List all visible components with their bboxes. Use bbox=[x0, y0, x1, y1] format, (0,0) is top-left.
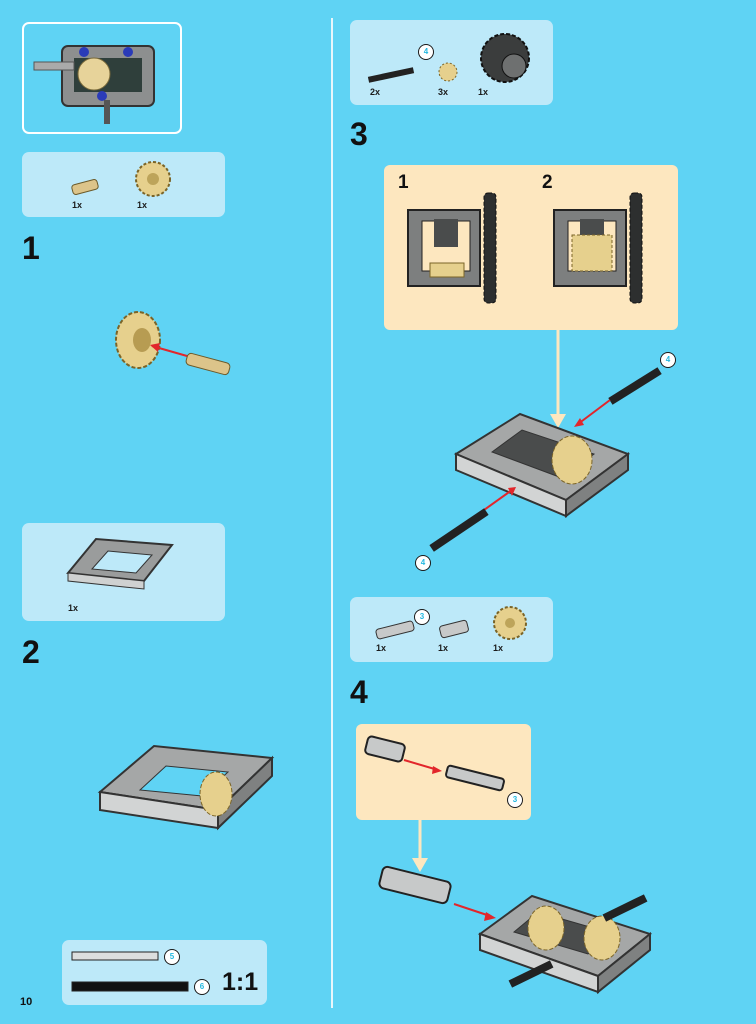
step-number: 4 bbox=[350, 674, 368, 710]
step4-parts-panel: 3 1x 1x 1x bbox=[350, 597, 553, 662]
small-gear-icon bbox=[438, 62, 458, 82]
part-qty: 1x bbox=[376, 643, 387, 653]
column-divider bbox=[331, 18, 333, 1008]
differential-icon bbox=[407, 192, 497, 304]
substep-number: 1 bbox=[398, 172, 409, 193]
part-qty: 1x bbox=[68, 603, 79, 613]
step3-parts-panel: 4 2x 3x 1x bbox=[350, 20, 553, 105]
axle-length-bubble: 3 bbox=[507, 792, 523, 808]
gear-icon bbox=[115, 311, 161, 369]
step3-parts-icons bbox=[367, 33, 530, 83]
connector-icon bbox=[378, 865, 452, 905]
step3-illustration bbox=[429, 330, 662, 552]
gear-icon bbox=[199, 771, 233, 817]
axle-pin-icon bbox=[185, 352, 231, 376]
gear-icon bbox=[493, 606, 527, 640]
step2-illustration bbox=[97, 744, 275, 831]
axle-pin-icon bbox=[71, 178, 99, 196]
gear-icon bbox=[527, 905, 621, 961]
axle-length-bubble: 4 bbox=[660, 352, 676, 368]
scale-ratio: 1:1 bbox=[222, 968, 259, 996]
axle-icon bbox=[367, 67, 415, 83]
step1-illustration bbox=[115, 311, 231, 376]
part-qty: 1x bbox=[137, 200, 148, 210]
step2-parts-panel: 1x bbox=[22, 523, 225, 621]
axle-length-bubble: 5 bbox=[164, 949, 180, 965]
gear-icon bbox=[551, 435, 593, 485]
step1-parts-panel: 1x 1x bbox=[22, 152, 225, 217]
part-qty: 1x bbox=[72, 200, 83, 210]
step-number: 2 bbox=[22, 634, 40, 670]
step-number: 3 bbox=[350, 116, 368, 152]
assembly-preview-icon bbox=[33, 45, 155, 124]
part-qty: 1x bbox=[478, 87, 489, 97]
scale-reference-panel: 5 6 1:1 bbox=[62, 940, 267, 1005]
step4-callout: 3 bbox=[356, 724, 531, 820]
axle-length-bubble: 4 bbox=[418, 44, 434, 60]
axle-length-bubble: 6 bbox=[194, 979, 210, 995]
axle-icon bbox=[608, 367, 662, 405]
step4-callout-illustration bbox=[364, 735, 505, 792]
differential-icon bbox=[553, 192, 643, 304]
part-qty: 1x bbox=[438, 643, 449, 653]
substep-number: 2 bbox=[542, 172, 553, 193]
previous-assembly-panel bbox=[22, 22, 182, 134]
page-number: 10 bbox=[20, 996, 33, 1008]
differential-icon bbox=[480, 33, 530, 83]
step4-parts-icons bbox=[375, 606, 527, 640]
axle-icon bbox=[445, 764, 505, 792]
connector-icon bbox=[364, 735, 406, 763]
step1-parts-icons bbox=[71, 161, 171, 197]
step3-callout: 1 2 bbox=[384, 165, 678, 330]
axle-length-bubble: 4 bbox=[415, 555, 431, 571]
step-number: 1 bbox=[22, 230, 40, 266]
frame-icon bbox=[66, 537, 174, 590]
part-qty: 3x bbox=[438, 87, 449, 97]
connector-icon bbox=[439, 619, 469, 639]
axle-icon bbox=[375, 620, 415, 640]
part-qty: 2x bbox=[370, 87, 381, 97]
scale-axles bbox=[71, 951, 189, 992]
axle-length-bubble: 3 bbox=[414, 609, 430, 625]
gear-icon bbox=[135, 161, 171, 197]
part-qty: 1x bbox=[493, 643, 504, 653]
step4-illustration bbox=[378, 820, 653, 995]
axle-icon bbox=[429, 508, 489, 552]
substep-illustrations bbox=[407, 192, 643, 304]
